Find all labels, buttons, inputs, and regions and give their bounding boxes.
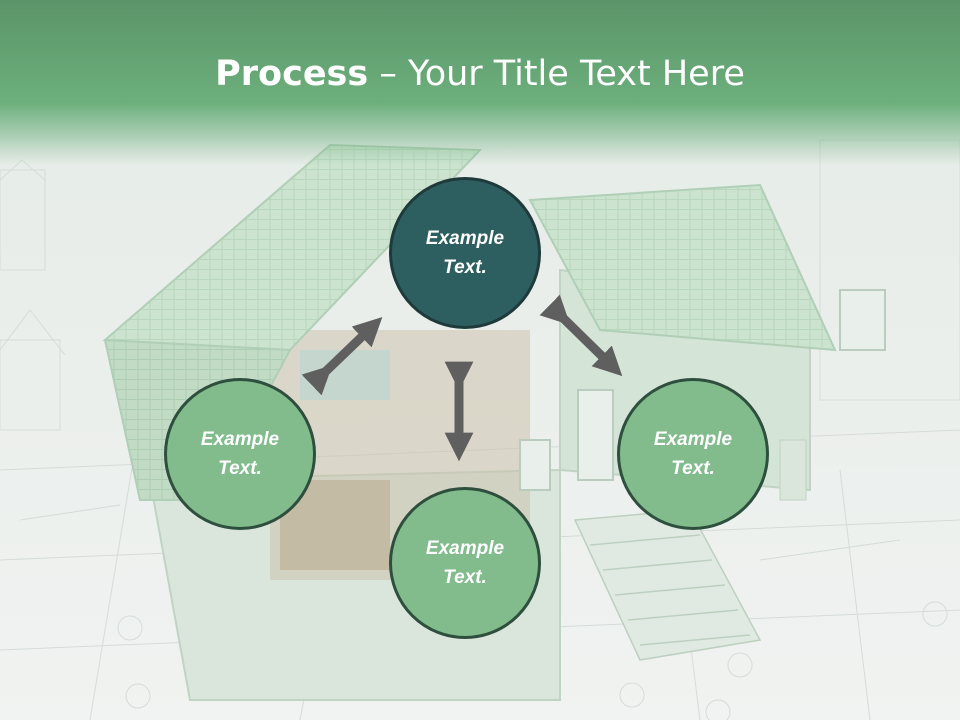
node-label: Example Text. <box>653 429 733 479</box>
title-rest: – Your Title Text Here <box>368 54 745 94</box>
node-label: Example Text. <box>425 228 505 278</box>
slide-title[interactable]: Process – Your Title Text Here <box>0 52 960 96</box>
process-node-left[interactable]: Example Text. <box>164 378 316 530</box>
title-bold: Process <box>215 54 369 94</box>
double-arrow-icon <box>301 317 383 396</box>
node-label: Example Text. <box>200 429 280 479</box>
title-band <box>0 0 960 165</box>
process-node-bottom[interactable]: Example Text. <box>389 487 541 639</box>
node-label: Example Text. <box>425 538 505 588</box>
process-node-top[interactable]: Example Text. <box>389 177 541 329</box>
double-arrow-icon <box>539 294 623 377</box>
process-node-right[interactable]: Example Text. <box>617 378 769 530</box>
